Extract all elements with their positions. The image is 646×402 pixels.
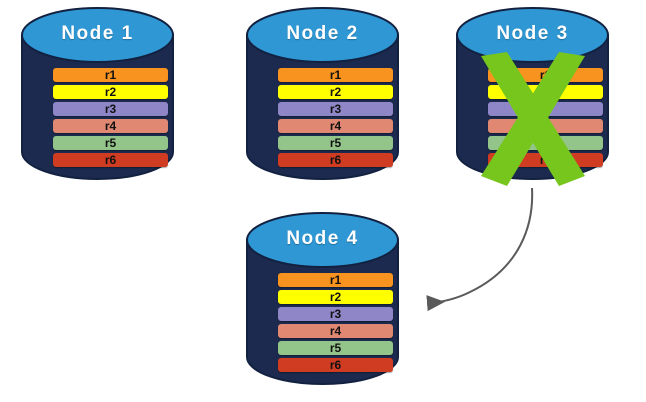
cylinder-top xyxy=(246,212,399,268)
node-2-row-r2[interactable]: r2 xyxy=(278,85,393,99)
node-2-row-r2-label: r2 xyxy=(329,85,342,99)
node-2-row-r4-label: r4 xyxy=(329,119,342,133)
node-4-row-r3[interactable]: r3 xyxy=(278,307,393,321)
node-3-row-r5[interactable]: r5 xyxy=(488,136,603,150)
node-1-row-r5[interactable]: r5 xyxy=(53,136,168,150)
node-4-row-r4[interactable]: r4 xyxy=(278,324,393,338)
node-1-row-r2-label: r2 xyxy=(104,85,117,99)
node-4-rows: r1 r2 r3 r4 r5 r6 xyxy=(278,273,393,375)
node-2-rows: r1 r2 r3 r4 r5 r6 xyxy=(278,68,393,170)
cylinder-top xyxy=(246,7,399,63)
node-2-row-r5-label: r5 xyxy=(329,136,342,150)
node-3-rows: r1 r2 r3 r4 r5 r6 xyxy=(488,68,603,170)
node-4-row-r1-label: r1 xyxy=(329,273,342,287)
node-2-row-r1[interactable]: r1 xyxy=(278,68,393,82)
node-1-row-r3-label: r3 xyxy=(104,102,117,116)
node-1-row-r2[interactable]: r2 xyxy=(53,85,168,99)
node-1-row-r3[interactable]: r3 xyxy=(53,102,168,116)
node-3-row-r4-label: r4 xyxy=(539,119,552,133)
node-1-rows: r1 r2 r3 r4 r5 r6 xyxy=(53,68,168,170)
cylinder-top xyxy=(456,7,609,63)
node-2-row-r6[interactable]: r6 xyxy=(278,153,393,167)
node-3-row-r6-label: r6 xyxy=(539,153,552,167)
node-2-row-r5[interactable]: r5 xyxy=(278,136,393,150)
arrow-path xyxy=(426,187,534,312)
node-1-row-r6[interactable]: r6 xyxy=(53,153,168,167)
node-4-row-r1[interactable]: r1 xyxy=(278,273,393,287)
node-2-row-r3-label: r3 xyxy=(329,102,342,116)
node-2-row-r6-label: r6 xyxy=(329,153,342,167)
node-2-row-r3[interactable]: r3 xyxy=(278,102,393,116)
node-1-row-r6-label: r6 xyxy=(104,153,117,167)
node-3-row-r6[interactable]: r6 xyxy=(488,153,603,167)
node-4-row-r5[interactable]: r5 xyxy=(278,341,393,355)
node-4-row-r3-label: r3 xyxy=(329,307,342,321)
node-2-row-r4[interactable]: r4 xyxy=(278,119,393,133)
node-4-row-r5-label: r5 xyxy=(329,341,342,355)
node-1-row-r1[interactable]: r1 xyxy=(53,68,168,82)
node-1-row-r1-label: r1 xyxy=(104,68,117,82)
node-3-row-r5-label: r5 xyxy=(539,136,552,150)
node-3-row-r4[interactable]: r4 xyxy=(488,119,603,133)
node-4-row-r2-label: r2 xyxy=(329,290,342,304)
node-1-row-r5-label: r5 xyxy=(104,136,117,150)
node-3-row-r2-label: r2 xyxy=(539,85,552,99)
node-4-row-r4-label: r4 xyxy=(329,324,342,338)
node-3-row-r1[interactable]: r1 xyxy=(488,68,603,82)
node-3-row-r3[interactable]: r3 xyxy=(488,102,603,116)
node-1-row-r4[interactable]: r4 xyxy=(53,119,168,133)
node-4-row-r6-label: r6 xyxy=(329,358,342,372)
cylinder-top xyxy=(21,7,174,63)
node-3-row-r3-label: r3 xyxy=(539,102,552,116)
node-3-row-r2[interactable]: r2 xyxy=(488,85,603,99)
node-4-row-r2[interactable]: r2 xyxy=(278,290,393,304)
node-4-row-r6[interactable]: r6 xyxy=(278,358,393,372)
node-1-row-r4-label: r4 xyxy=(104,119,117,133)
node-2-row-r1-label: r1 xyxy=(329,68,342,82)
node-3-row-r1-label: r1 xyxy=(539,68,552,82)
